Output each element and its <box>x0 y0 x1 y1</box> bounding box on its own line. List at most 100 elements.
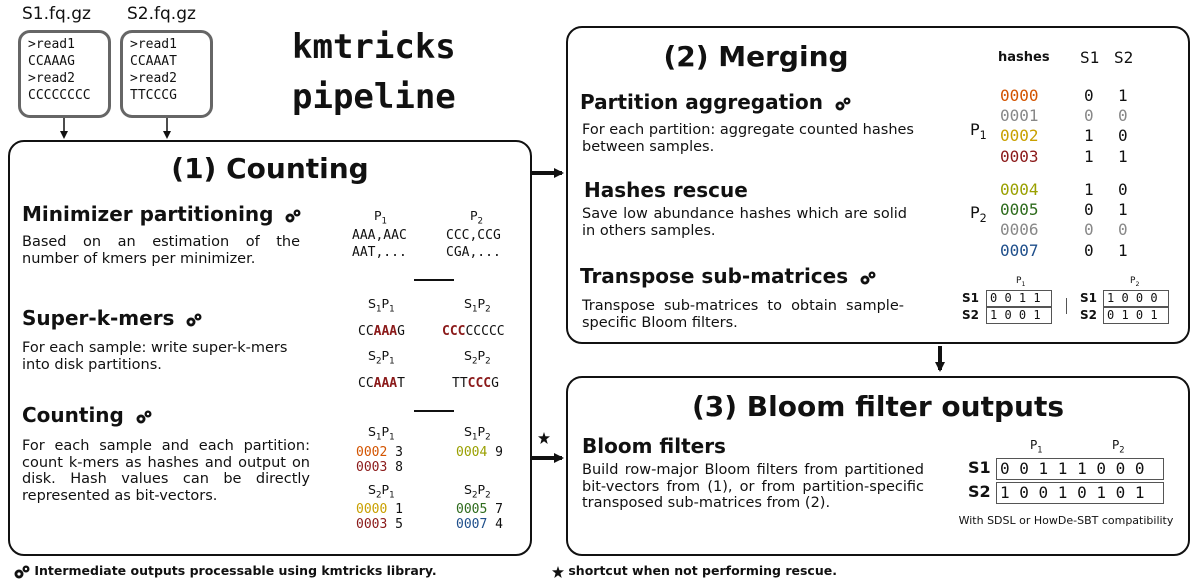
label-s1p1: S1P1 <box>368 296 395 315</box>
aggregation-heading-text: Partition aggregation <box>580 90 824 114</box>
counting-heading-text: Counting <box>22 403 124 427</box>
bloom-row-label-s1: S1 <box>968 458 991 477</box>
input-file-s2: >read1 CCAAAT >read2 TTCCCG <box>120 30 213 118</box>
count-cell-s2: 1 <box>1118 200 1128 219</box>
minimizer-heading-text: Minimizer partitioning <box>22 202 274 226</box>
file-line: >read1 <box>28 37 75 52</box>
submatrix-separator <box>1066 298 1067 314</box>
bloom-row-label-s2: S2 <box>968 482 991 501</box>
label-s2p1: S2P1 <box>368 348 395 367</box>
submatrix-row-label-s1: S1 <box>1080 291 1097 305</box>
file-line: CCAAAT <box>130 54 177 69</box>
bloom-text: Build row-major Bloom filters from parti… <box>582 462 924 511</box>
partition-label-p2: P2 <box>470 208 484 227</box>
label-s1p2: S1P2 <box>464 296 491 315</box>
label-s1p1: S1P1 <box>368 424 395 443</box>
count-cell-s2: 0 <box>1118 126 1128 145</box>
input-file-name-s1: S1.fq.gz <box>22 4 91 24</box>
bloom-note: With SDSL or HowDe-SBT compatibility <box>958 514 1174 527</box>
rescue-heading: Hashes rescue <box>584 178 748 202</box>
table-header-hashes: hashes <box>998 50 1050 65</box>
count-cell-s2: 1 <box>1118 241 1128 260</box>
aggregation-heading: Partition aggregation <box>580 90 851 114</box>
submatrix-p1-s1: 0 0 1 1 <box>986 290 1052 307</box>
count-cell-s1: 0 <box>1084 220 1094 239</box>
merging-box <box>566 26 1190 344</box>
merging-title: (2) Merging <box>663 40 849 73</box>
counting-box <box>8 140 532 556</box>
submatrix-label-p2: P2 <box>1130 276 1140 288</box>
submatrix-row-label-s2: S2 <box>962 308 979 322</box>
count-cell-s1: 0 <box>1084 200 1094 219</box>
label-s2p2: S2P2 <box>464 348 491 367</box>
count-cell-s2: 1 <box>1118 86 1128 105</box>
divider <box>414 410 454 412</box>
star-icon <box>552 565 564 578</box>
file-line: CCAAAG <box>28 54 75 69</box>
wrench-icon <box>14 565 30 578</box>
footnote-wrench: Intermediate outputs processable using k… <box>14 563 437 579</box>
pipeline-title: kmtricks pipeline <box>292 27 456 117</box>
hash-cell: 0005 <box>1000 200 1039 219</box>
table-header-s2: S2 <box>1114 48 1134 67</box>
row-group-label-p2: P2 <box>970 203 987 226</box>
transpose-heading: Transpose sub-matrices <box>580 264 876 288</box>
label-s2p2: S2P2 <box>464 482 491 501</box>
table-header-s1: S1 <box>1080 48 1100 67</box>
counts-s2p2: 0005 7 0007 4 <box>456 502 503 532</box>
submatrix-p2-s2: 0 1 0 1 <box>1103 307 1169 324</box>
hash-cell: 0007 <box>1000 241 1039 260</box>
counts-s1p2: 0004 9 <box>456 445 503 460</box>
file-line: >read2 <box>130 71 177 86</box>
input-file-s1: >read1 CCAAAG >read2 CCCCCCCC <box>18 30 111 118</box>
hash-cell: 0002 <box>1000 126 1039 145</box>
footnote-star-text: shortcut when not performing rescue. <box>568 563 837 578</box>
input-file-name-s2: S2.fq.gz <box>127 4 196 24</box>
rescue-text: Save low abundance hashes which are soli… <box>582 206 907 239</box>
counting-title: (1) Counting <box>171 152 369 185</box>
submatrix-p1-s2: 1 0 0 1 <box>986 307 1052 324</box>
count-cell-s1: 0 <box>1084 106 1094 125</box>
count-cell-s2: 0 <box>1118 106 1128 125</box>
footnote-star: shortcut when not performing rescue. <box>552 563 837 578</box>
submatrix-p2-s1: 1 0 0 0 <box>1103 290 1169 307</box>
hash-cell: 0004 <box>1000 180 1039 199</box>
minimizer-text: Based on an estimation of the number of … <box>22 234 300 267</box>
hash-cell: 0001 <box>1000 106 1039 125</box>
submatrix-row-label-s1: S1 <box>962 291 979 305</box>
count-cell-s1: 1 <box>1084 147 1094 166</box>
hash-cell: 0003 <box>1000 147 1039 166</box>
superkmers-text: For each sample: write super-k-mers into… <box>22 340 288 373</box>
file-line: >read1 <box>130 37 177 52</box>
superkmer-s2p2: TTCCCG <box>452 376 499 391</box>
superkmer-s1p2: CCCCCCCC <box>442 324 505 339</box>
label-s2p1: S2P1 <box>368 482 395 501</box>
submatrix-label-p1: P1 <box>1016 276 1026 288</box>
superkmers-heading: Super-k-mers <box>22 306 202 330</box>
file-line: >read2 <box>28 71 75 86</box>
partition-label-p1: P1 <box>374 208 388 227</box>
count-cell-s1: 0 <box>1084 241 1094 260</box>
counts-s2p1: 0000 1 0003 5 <box>356 502 403 532</box>
bloom-row-s1: 0 0 1 1 1 0 0 0 <box>996 458 1164 480</box>
hash-cell: 0006 <box>1000 220 1039 239</box>
count-cell-s1: 1 <box>1084 126 1094 145</box>
wrench-icon <box>835 97 851 110</box>
wrench-icon <box>136 410 152 423</box>
bloom-title: (3) Bloom filter outputs <box>691 390 1065 423</box>
minimizer-heading: Minimizer partitioning <box>22 202 301 226</box>
label-s1p2: S1P2 <box>464 424 491 443</box>
count-cell-s2: 1 <box>1118 147 1128 166</box>
star-icon <box>538 432 550 444</box>
footnote-wrench-text: Intermediate outputs processable using k… <box>34 563 437 578</box>
bloom-label-p2: P2 <box>1112 438 1125 455</box>
transpose-text: Transpose sub-matrices to obtain sample-… <box>582 298 904 331</box>
submatrix-row-label-s2: S2 <box>1080 308 1097 322</box>
bloom-box <box>566 376 1190 556</box>
counting-heading: Counting <box>22 403 152 427</box>
counts-s1p1: 0002 3 0003 8 <box>356 445 403 475</box>
hash-cell: 0000 <box>1000 86 1039 105</box>
